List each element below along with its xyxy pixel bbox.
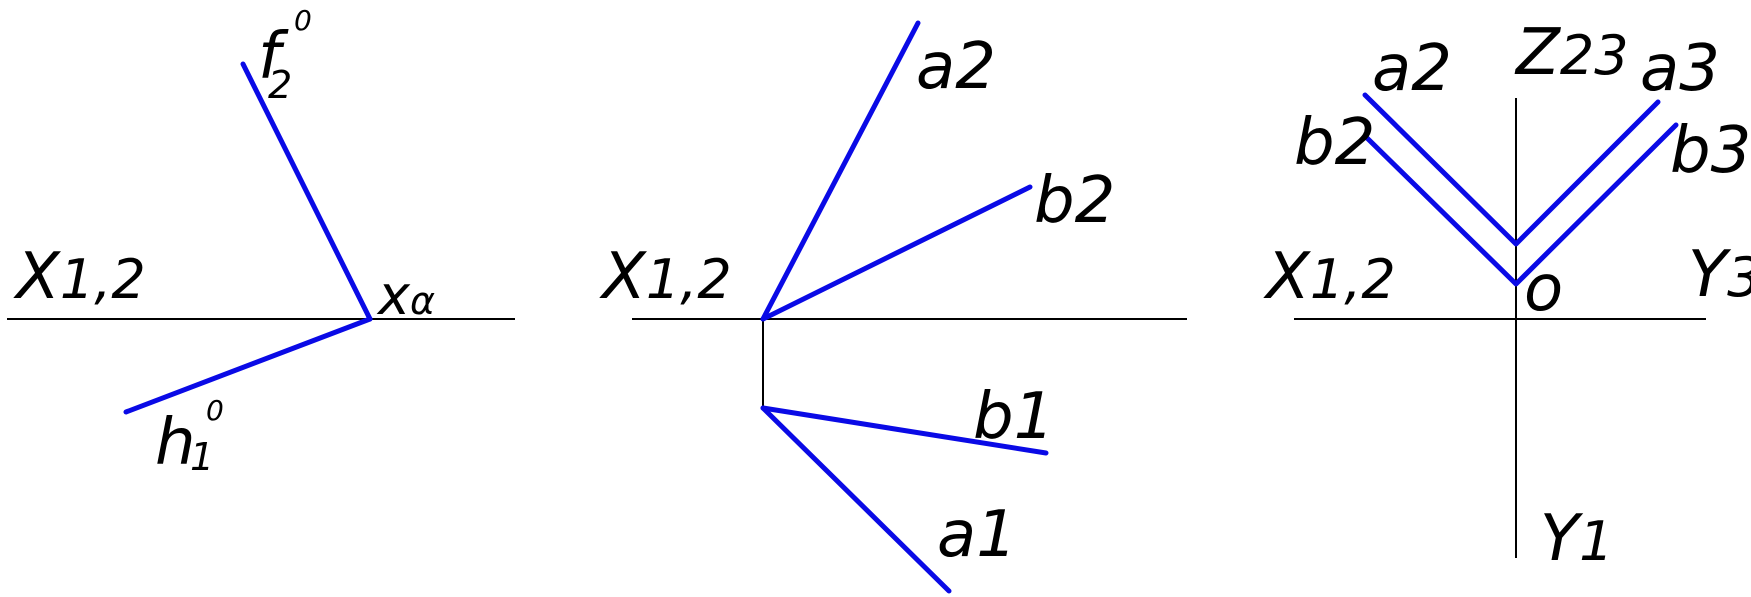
- h1-trace-line: [123, 316, 373, 415]
- panel-plane-traces: X1,2 f 2 0 h 1 0 xα: [7, 4, 515, 480]
- h1-label: h: [155, 406, 196, 480]
- b2-line: [760, 184, 1033, 322]
- a1-line: [760, 405, 952, 594]
- b2-label-panel3: b2: [1294, 106, 1375, 180]
- a2-line: [760, 20, 921, 322]
- h1-superscript: 0: [206, 394, 224, 427]
- f2-subscript: 2: [268, 63, 292, 107]
- h1-subscript: 1: [190, 435, 214, 479]
- f2-trace-line: [240, 61, 373, 322]
- x-alpha-label: xα: [376, 264, 435, 327]
- a3-label: a3: [1640, 32, 1720, 106]
- b-projection-polyline: [1362, 122, 1679, 287]
- a-projection-polyline: [1362, 92, 1661, 247]
- b2-label-panel2: b2: [1034, 164, 1115, 238]
- o-label: o: [1524, 252, 1563, 326]
- b1-line: [760, 405, 1049, 456]
- b3-label: b3: [1670, 114, 1751, 188]
- x12-label-panel1: X1,2: [13, 240, 146, 314]
- a2-label-panel3: a2: [1372, 32, 1452, 106]
- f2-superscript: 0: [294, 4, 312, 37]
- y1-label: Y1: [1540, 502, 1613, 576]
- b1-label: b1: [973, 380, 1054, 454]
- x12-label-panel3: X1,2: [1263, 240, 1396, 314]
- panel-two-lines: X1,2 a2 b2 b1 a1: [599, 20, 1187, 594]
- panel-three-projections: X1,2 Z23 Y3 Y1 o a2 b2 a3 b3: [1263, 16, 1751, 576]
- y3-label: Y3: [1688, 238, 1751, 312]
- z23-label: Z23: [1514, 16, 1629, 90]
- x12-label-panel2: X1,2: [599, 240, 732, 314]
- a1-label: a1: [937, 498, 1017, 572]
- a2-label-panel2: a2: [916, 30, 996, 104]
